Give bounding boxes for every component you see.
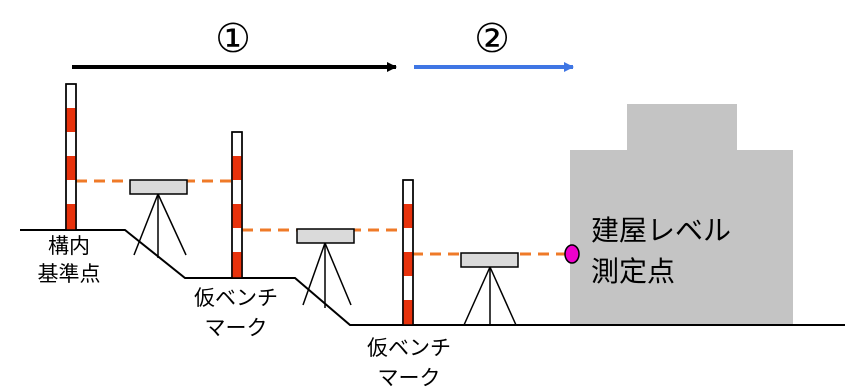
benchmark-label-line2: 基準点 (38, 262, 101, 286)
temp-benchmark-b-label-line2: マーク (378, 366, 441, 390)
building-measurement-label-line2: 測定点 (591, 255, 675, 288)
measurement-point-icon (564, 244, 580, 264)
leveling-staff-icon (65, 83, 77, 231)
leveling-staff-icon (402, 179, 414, 326)
level-instrument-icon (296, 228, 355, 308)
level-instrument-icon (129, 179, 188, 258)
benchmark-label-line1: 構内 (48, 234, 90, 258)
temp-benchmark-a-label-line2: マーク (205, 316, 268, 340)
step-1-number: ① (215, 16, 251, 62)
temp-benchmark-b-label-line1: 仮ベンチ (367, 336, 451, 360)
building (570, 104, 793, 325)
building-measurement-label-line1: 建屋レベル (591, 214, 731, 247)
level-instrument-icon (460, 252, 519, 326)
temp-benchmark-a-label-line1: 仮ベンチ (194, 286, 278, 310)
step-2-number: ② (474, 16, 510, 62)
leveling-staff-icon (231, 131, 243, 279)
